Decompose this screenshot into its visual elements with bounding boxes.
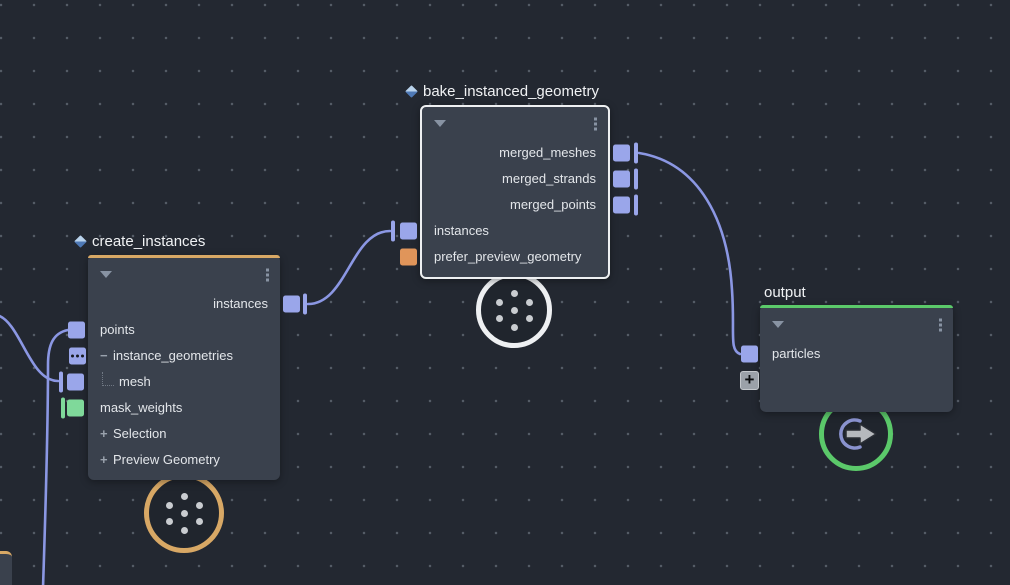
node-title-label: bake_instanced_geometry bbox=[423, 83, 599, 100]
output-port-bar[interactable] bbox=[303, 293, 307, 315]
port-row-prefer-preview-geometry: prefer_preview_geometry bbox=[400, 244, 608, 270]
port-row-instances-out: instances bbox=[88, 291, 307, 317]
wire-points-to-offscreen[interactable] bbox=[41, 328, 70, 585]
output-port-merged-points[interactable] bbox=[613, 196, 630, 214]
port-label: mask_weights bbox=[100, 400, 183, 415]
bake-state-badge[interactable] bbox=[476, 272, 552, 348]
output-port-merged-strands[interactable] bbox=[613, 170, 630, 188]
input-port-instances[interactable] bbox=[400, 222, 417, 240]
port-row-merged-points: merged_points bbox=[422, 192, 638, 218]
port-label: points bbox=[100, 322, 135, 337]
node-header bbox=[760, 308, 953, 341]
port-row-particles: particles bbox=[741, 341, 953, 367]
add-port-button[interactable]: + bbox=[740, 371, 759, 390]
compound-diamond-icon bbox=[405, 85, 418, 98]
output-port-bar[interactable] bbox=[634, 194, 638, 216]
create-instances-state-badge[interactable] bbox=[144, 473, 224, 553]
input-port-bar[interactable] bbox=[61, 397, 65, 419]
input-port-particles[interactable] bbox=[741, 345, 758, 363]
tree-branch-icon bbox=[102, 371, 114, 386]
wire-offscreen-to-mesh[interactable] bbox=[0, 315, 60, 383]
collapse-triangle-icon[interactable] bbox=[434, 120, 446, 127]
input-port-bar[interactable] bbox=[59, 371, 63, 393]
port-label: prefer_preview_geometry bbox=[434, 249, 582, 264]
port-label: Preview Geometry bbox=[113, 452, 220, 467]
port-row-instance-geometries: −instance_geometries bbox=[69, 343, 280, 369]
expand-plus-icon[interactable]: + bbox=[100, 452, 108, 467]
collapse-minus-icon[interactable]: − bbox=[100, 348, 108, 363]
node-title-label: output bbox=[764, 284, 806, 301]
input-port-instance-geometries-variadic[interactable] bbox=[69, 347, 86, 365]
input-port-mask-weights[interactable] bbox=[67, 399, 84, 417]
input-port-points[interactable] bbox=[68, 321, 85, 339]
port-label: merged_strands bbox=[502, 171, 596, 186]
node-header bbox=[88, 258, 280, 291]
port-label: particles bbox=[772, 346, 821, 361]
output-arrow-icon bbox=[839, 418, 877, 450]
create-instances-node-title[interactable]: create_instances bbox=[74, 233, 206, 250]
input-port-bar[interactable] bbox=[391, 220, 395, 242]
node-partial-offscreen[interactable] bbox=[0, 551, 12, 585]
port-label: merged_points bbox=[510, 197, 596, 212]
port-row-merged-meshes: merged_meshes bbox=[422, 140, 638, 166]
output-port-merged-meshes[interactable] bbox=[613, 144, 630, 162]
compound-diamond-icon bbox=[74, 235, 87, 248]
node-create-instances[interactable]: instances points −instance_geometries me… bbox=[59, 255, 307, 480]
port-row-mask-weights: mask_weights bbox=[61, 395, 280, 421]
output-port-bar[interactable] bbox=[634, 142, 638, 164]
wire-instances-to-bake[interactable] bbox=[306, 229, 392, 306]
port-row-merged-strands: merged_strands bbox=[422, 166, 638, 192]
kebab-menu-icon[interactable] bbox=[939, 318, 942, 331]
port-row-preview-geometry: + Preview Geometry bbox=[88, 447, 280, 473]
node-output[interactable]: particles + bbox=[740, 305, 953, 412]
port-label: merged_meshes bbox=[499, 145, 596, 160]
output-port-instances[interactable] bbox=[283, 295, 300, 313]
bake-node-title[interactable]: bake_instanced_geometry bbox=[405, 83, 599, 100]
port-row-mesh: mesh bbox=[59, 369, 280, 395]
kebab-menu-icon[interactable] bbox=[266, 268, 269, 281]
node-bake-instanced-geometry[interactable]: merged_meshes merged_strands merged_poin… bbox=[391, 105, 638, 279]
output-port-bar[interactable] bbox=[634, 168, 638, 190]
port-label: instances bbox=[434, 223, 489, 238]
node-title-label: create_instances bbox=[92, 233, 206, 250]
kebab-menu-icon[interactable] bbox=[594, 117, 597, 130]
wire-merged-meshes-to-particles[interactable] bbox=[637, 151, 742, 356]
node-accent-bar bbox=[88, 255, 280, 258]
input-port-mesh[interactable] bbox=[67, 373, 84, 391]
port-row-instances-in: instances bbox=[391, 218, 608, 244]
node-accent-bar bbox=[760, 305, 953, 308]
input-port-prefer-preview-geometry[interactable] bbox=[400, 248, 417, 266]
port-label: instances bbox=[213, 296, 268, 311]
port-label: Selection bbox=[113, 426, 167, 441]
expand-plus-icon[interactable]: + bbox=[100, 426, 108, 441]
port-row-selection: + Selection bbox=[88, 421, 280, 447]
collapse-triangle-icon[interactable] bbox=[772, 321, 784, 328]
port-label: instance_geometries bbox=[113, 348, 233, 363]
variadic-dots-icon bbox=[69, 348, 86, 365]
port-label: mesh bbox=[119, 374, 151, 389]
node-header bbox=[422, 107, 608, 140]
port-row-points: points bbox=[68, 317, 280, 343]
output-node-title[interactable]: output bbox=[764, 284, 806, 301]
collapse-triangle-icon[interactable] bbox=[100, 271, 112, 278]
